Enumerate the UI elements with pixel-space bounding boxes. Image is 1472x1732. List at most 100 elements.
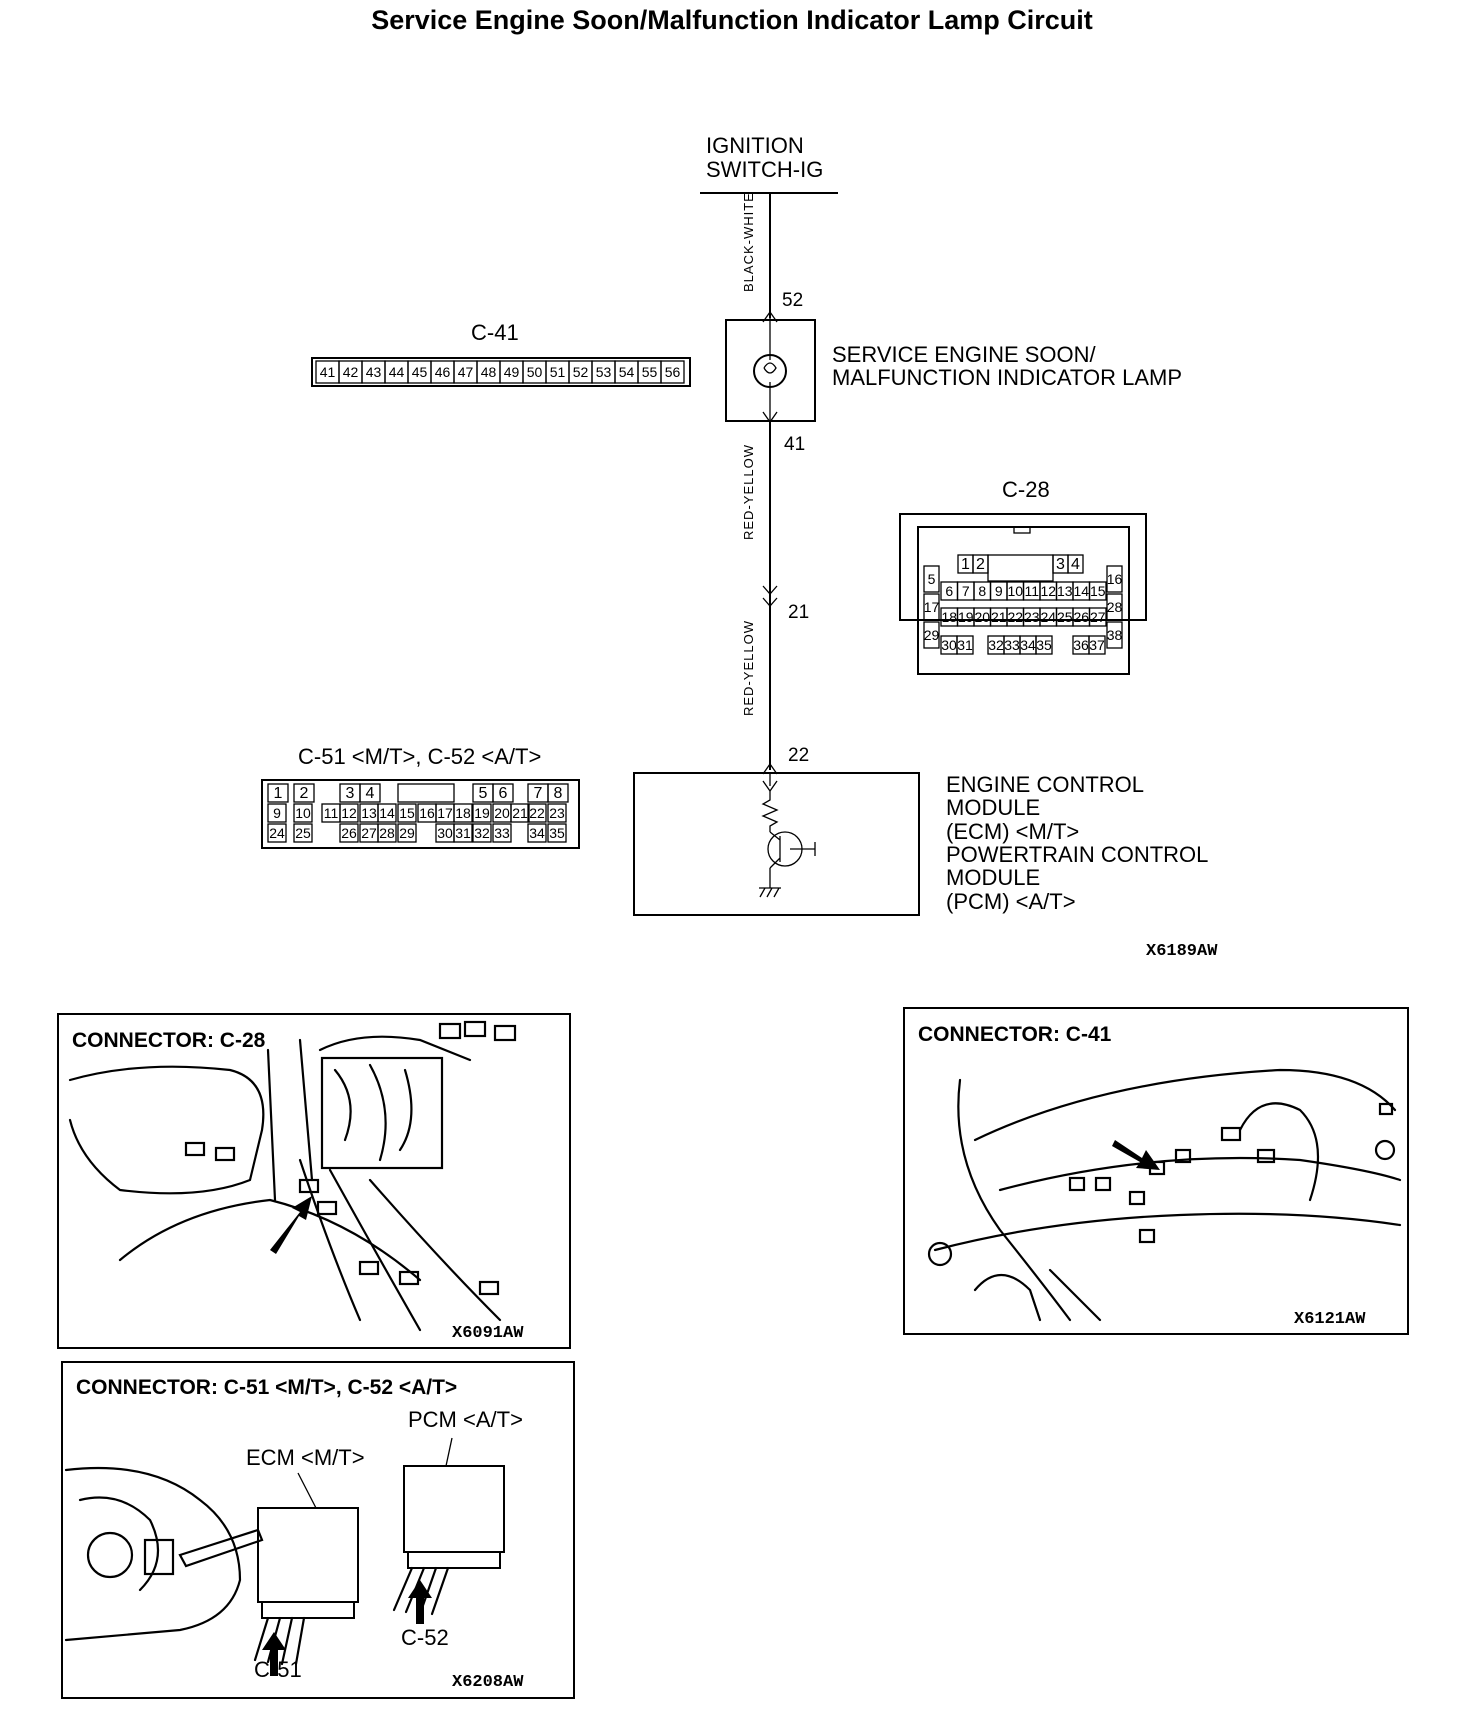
module-label-1: ENGINE CONTROL xyxy=(946,772,1144,797)
panel-c51-ecm-label: ECM <M/T> xyxy=(246,1445,365,1470)
pcm-leader xyxy=(445,1437,453,1467)
panel-c51: CONNECTOR: C-51 <M/T>, C-52 <A/T> PCM <A… xyxy=(61,1361,575,1699)
pin-number: 8 xyxy=(554,785,563,802)
pin-number: 30 xyxy=(437,825,453,841)
module-label-6: (PCM) <A/T> xyxy=(946,889,1076,914)
pin-number: 44 xyxy=(389,364,405,380)
module-label-3: (ECM) <M/T> xyxy=(946,819,1079,844)
pin-cell xyxy=(453,803,473,823)
pin-cell xyxy=(293,783,315,803)
pin-number: 34 xyxy=(1020,637,1036,653)
pin-cell xyxy=(527,823,547,843)
pin-number: 27 xyxy=(361,825,377,841)
panel-c51-frame xyxy=(61,1361,575,1699)
pin-cell xyxy=(923,593,940,621)
figure-code-c28-view: X6091AW xyxy=(452,1324,524,1343)
pin-22: 22 xyxy=(788,745,809,766)
pin-number: 25 xyxy=(295,825,311,841)
pin-number: 27 xyxy=(1090,609,1106,625)
c51-outline xyxy=(261,779,580,849)
pin-number: 32 xyxy=(988,637,1004,653)
pin-number: 21 xyxy=(512,805,528,821)
pin-cell xyxy=(1067,554,1084,574)
panel-c51-c51-label: C-51 xyxy=(254,1657,302,1682)
pin-number: 33 xyxy=(494,825,510,841)
c41-name: C-41 xyxy=(471,320,519,345)
pin-number: 28 xyxy=(1107,599,1123,615)
pin-cell xyxy=(492,783,514,803)
c28-location-sketch xyxy=(68,1020,517,1332)
pin-number: 11 xyxy=(324,805,339,821)
pin-number: 28 xyxy=(379,825,395,841)
pin-cell xyxy=(267,803,287,823)
transistor-leads xyxy=(769,831,816,869)
pin-number: 49 xyxy=(504,364,520,380)
pin-number: 38 xyxy=(1107,627,1123,643)
pin-number: 18 xyxy=(941,609,957,625)
pin-number: 36 xyxy=(1073,637,1089,653)
pin-number: 17 xyxy=(437,805,453,821)
pin-cell xyxy=(492,823,512,843)
ignition-label-2: SWITCH-IG xyxy=(706,157,823,182)
pin-number: 10 xyxy=(295,805,311,821)
pin-number: 5 xyxy=(928,571,936,587)
pin-number: 12 xyxy=(1040,583,1056,599)
pin-number: 23 xyxy=(549,805,565,821)
pin-number: 20 xyxy=(974,609,990,625)
pin-52-mark xyxy=(762,310,778,323)
pcm-unit xyxy=(392,1465,505,1616)
pin-cell xyxy=(1088,635,1106,655)
pin-number: 26 xyxy=(341,825,357,841)
pin-number: 1 xyxy=(274,785,283,802)
pin-cell xyxy=(1106,621,1123,649)
module-label-5: MODULE xyxy=(946,865,1040,890)
pin-cell xyxy=(377,823,397,843)
pin-number: 13 xyxy=(361,805,377,821)
wire-color-red-yellow-lower: RED-YELLOW xyxy=(741,620,756,716)
pin-number: 23 xyxy=(1024,609,1040,625)
pin-cell xyxy=(453,823,473,843)
module-label-2: MODULE xyxy=(946,795,1040,820)
pin-number: 45 xyxy=(412,364,428,380)
panel-c28-frame xyxy=(57,1013,571,1349)
pin-number: 8 xyxy=(978,583,986,599)
pin-number: 3 xyxy=(346,785,355,802)
pin-number: 31 xyxy=(957,637,973,653)
pin-cell xyxy=(1106,593,1123,621)
pin-number: 5 xyxy=(479,785,488,802)
pin-number: 35 xyxy=(549,825,565,841)
pin-number: 56 xyxy=(665,364,681,380)
pin-22-mark xyxy=(762,762,778,775)
pin-21-mark-a xyxy=(762,585,778,595)
pin-number: 33 xyxy=(1004,637,1020,653)
pin-cell xyxy=(660,360,685,384)
ecm-unit xyxy=(253,1507,359,1666)
c41-location-arrow-icon xyxy=(1112,1140,1160,1170)
pin-number: 22 xyxy=(529,805,545,821)
pin-cell xyxy=(1106,565,1123,593)
figure-code-c51-view: X6208AW xyxy=(452,1673,524,1692)
pin-number: 16 xyxy=(1107,571,1123,587)
pin-number: 55 xyxy=(642,364,658,380)
c52-location-arrow-icon xyxy=(408,1580,432,1624)
panel-c41: CONNECTOR: C-41 X6121AW xyxy=(903,1007,1409,1335)
pin-number: 24 xyxy=(269,825,285,841)
panel-c51-pcm-label: PCM <A/T> xyxy=(408,1407,523,1432)
pin-number: 31 xyxy=(455,825,471,841)
panel-c51-caption: CONNECTOR: C-51 <M/T>, C-52 <A/T> xyxy=(76,1376,457,1399)
c51-name: C-51 <M/T>, C-52 <A/T> xyxy=(298,744,541,769)
pin-number: 19 xyxy=(474,805,490,821)
pin-cell xyxy=(267,783,289,803)
pin-number: 29 xyxy=(399,825,415,841)
pin-cell xyxy=(1088,607,1107,627)
pin-number: 42 xyxy=(343,364,359,380)
pin-cell xyxy=(923,621,940,649)
lamp-filament-icon xyxy=(763,318,777,422)
module-internal-arrow xyxy=(762,773,778,793)
ignition-label-1: IGNITION xyxy=(706,133,804,158)
c28-name: C-28 xyxy=(1002,477,1050,502)
pin-cell xyxy=(1035,635,1053,655)
panel-c28-caption: CONNECTOR: C-28 xyxy=(72,1029,266,1052)
